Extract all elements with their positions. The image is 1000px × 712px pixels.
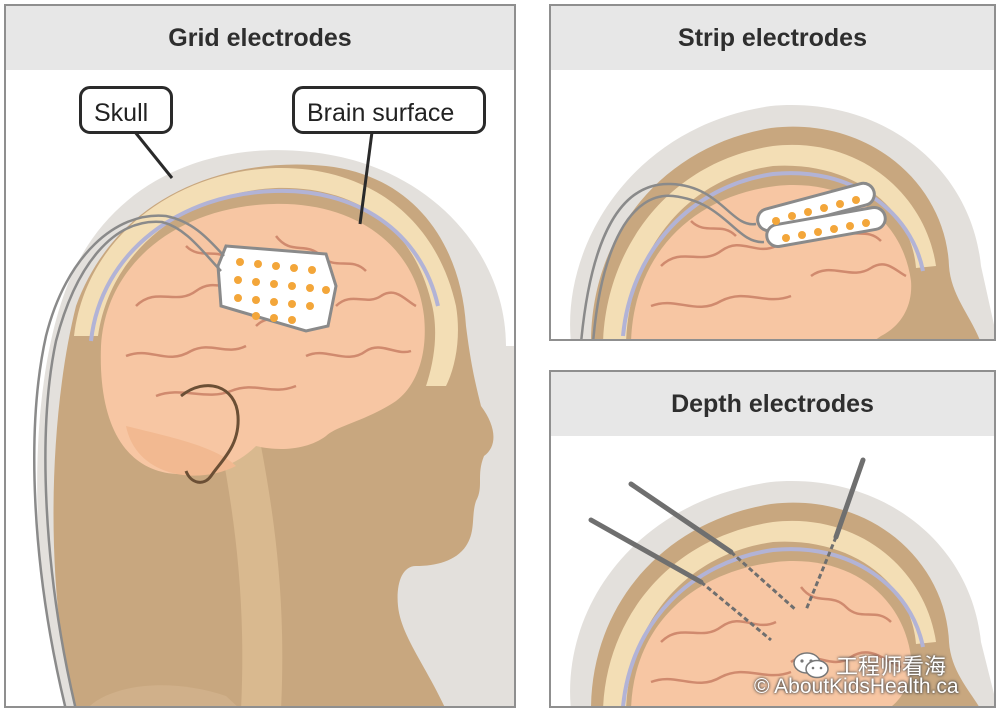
grid-contacts (234, 258, 330, 324)
brain-folds (650, 586, 902, 685)
electrode-strips (756, 181, 887, 249)
grid-wires (33, 214, 225, 706)
ear (180, 384, 240, 484)
depth-needles (588, 457, 866, 642)
brain (631, 561, 912, 706)
brain (100, 203, 425, 475)
strip-panel-title: Strip electrodes (551, 6, 994, 70)
strip-contacts (772, 196, 870, 242)
skull-layer (603, 144, 936, 339)
depth-illustration (570, 457, 994, 706)
grid-illustration (33, 150, 514, 706)
shoulder (90, 685, 237, 706)
wechat-icon (793, 652, 829, 679)
skull-layer (603, 520, 936, 706)
strip-electrodes-panel: Strip electrodes (549, 4, 996, 341)
cerebellum (126, 426, 236, 476)
strip-wires (580, 182, 765, 339)
brain-surface-label: Brain surface (292, 86, 486, 134)
wechat-watermark-text: 工程师看海 (836, 654, 947, 679)
strip-illustration (570, 105, 994, 339)
brain-folds (650, 205, 907, 309)
copyright-credit: © AboutKidsHealth.ca (754, 675, 959, 698)
skull-label: Skull (79, 86, 173, 134)
neck-structure (221, 446, 283, 706)
depth-panel-title: Depth electrodes (551, 372, 994, 436)
grid-panel-title: Grid electrodes (6, 6, 514, 70)
depth-electrodes-panel: Depth electrodes (549, 370, 996, 708)
electrode-grid (216, 244, 338, 333)
wechat-watermark: 工程师看海 (792, 649, 946, 681)
